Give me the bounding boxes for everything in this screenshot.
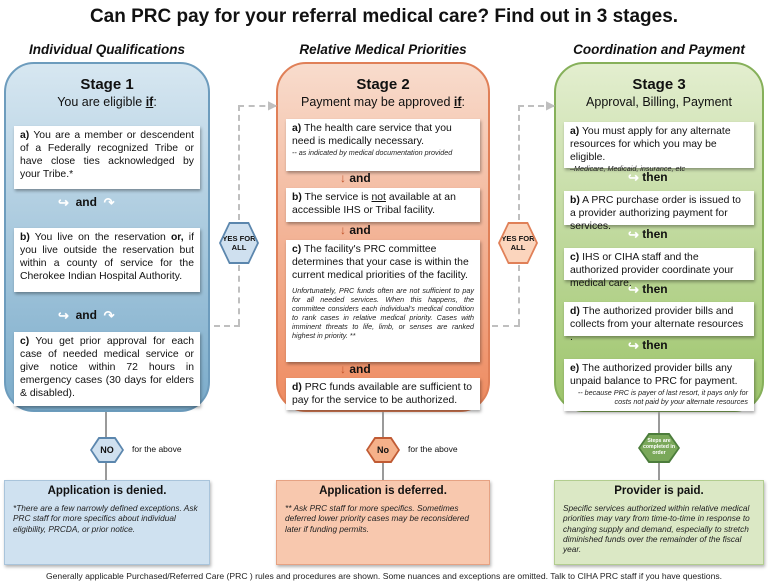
connector-line (238, 105, 276, 107)
stage1-connector-1: ↪ and ↷ (58, 195, 115, 210)
footer-note: Generally applicable Purchased/Referred … (45, 571, 723, 581)
curved-arrow-icon: ↪ (628, 170, 639, 185)
stage3-title: Stage 3 (632, 76, 686, 93)
down-arrow-icon: ↓ (340, 171, 346, 185)
stage3-item-b: b) A PRC purchase order is issued to a p… (564, 191, 754, 232)
connector-line (518, 105, 554, 107)
no-badge-1: NO (92, 439, 122, 461)
stage2-connector-2: ↓ and (340, 223, 371, 237)
connector-line (238, 265, 240, 325)
stage3-panel: Stage 3 Approval, Billing, Payment a) Yo… (554, 62, 764, 412)
stage2-item-a: a) The health care service that you need… (286, 119, 480, 171)
stage1-panel: Stage 1 You are eligible if: a) You are … (4, 62, 210, 412)
column-heading-3: Coordination and Payment (573, 42, 745, 57)
curved-arrow-icon: ↪ (628, 282, 639, 297)
stage3-subtitle: Approval, Billing, Payment (586, 95, 732, 109)
result-paid-text: Specific services authorized within rela… (563, 503, 750, 555)
no-badge-2: No (368, 439, 398, 461)
curved-arrow-icon: ↪ (58, 308, 69, 323)
curved-arrow-icon: ↷ (103, 195, 115, 210)
stage1-item-c: c) You get prior approval for each case … (14, 332, 200, 406)
stage2-subtitle: Payment may be approved if: (301, 95, 465, 109)
stage2-connector-3: ↓ and (340, 362, 371, 376)
result-deferred-text: ** Ask PRC staff for more specifics. Som… (285, 503, 469, 534)
connector-line (518, 265, 520, 325)
stage3-connector-2: ↪ then (628, 227, 668, 242)
curved-arrow-icon: ↪ (628, 338, 639, 353)
result-denied-title: Application is denied. (47, 485, 167, 497)
stage1-title: Stage 1 (80, 76, 134, 93)
stage1-item-b: b) You live on the reservation or, if yo… (14, 228, 200, 292)
stage3-item-c: c) IHS or CIHA staff and the authorized … (564, 248, 754, 289)
result-deferred-title: Application is deferred. (319, 485, 447, 497)
stage1-item-a: a) You are a member or descendent of a F… (14, 126, 200, 189)
connector-line (518, 105, 520, 220)
curved-arrow-icon: ↪ (628, 227, 639, 242)
stage3-item-a: a) You must apply for any alternate reso… (564, 122, 754, 173)
stage1-connector-2: ↪ and ↷ (58, 308, 115, 323)
stage2-title: Stage 2 (356, 76, 410, 93)
stage2-connector-1: ↓ and (340, 171, 371, 185)
result-paid: Provider is paid. Specific services auth… (554, 480, 764, 565)
result-deferred: Application is deferred. ** Ask PRC staf… (276, 480, 490, 565)
stage2-item-d: d) PRC funds available are sufficient to… (286, 378, 480, 410)
page-title: Can PRC pay for your referral medical ca… (89, 6, 679, 27)
connector-line (214, 325, 240, 327)
stage2-item-c: c) The facility's PRC committee determin… (286, 240, 480, 362)
connector-line (492, 325, 520, 327)
stage2-panel: Stage 2 Payment may be approved if: a) T… (276, 62, 490, 412)
column-heading-1: Individual Qualifications (28, 42, 186, 57)
arrow-right-icon: ▶ (546, 98, 556, 112)
stage3-item-d: d) The authorized provider bills and col… (564, 302, 754, 343)
no-badge-1-text: for the above (132, 444, 182, 454)
result-paid-title: Provider is paid. (614, 485, 704, 497)
down-arrow-icon: ↓ (340, 362, 346, 376)
down-arrow-icon: ↓ (340, 223, 346, 237)
stage1-subtitle: You are eligible if: (57, 95, 157, 109)
stage3-item-e: e) The authorized provider bills any unp… (564, 359, 754, 411)
result-denied: Application is denied. *There are a few … (4, 480, 210, 565)
curved-arrow-icon: ↪ (58, 195, 69, 210)
column-heading-2: Relative Medical Priorities (299, 42, 467, 57)
curved-arrow-icon: ↷ (103, 308, 115, 323)
stage2-item-b: b) The service is not available at an ac… (286, 188, 480, 222)
result-denied-text: *There are a few narrowly defined except… (13, 503, 198, 534)
stage3-connector-1: ↪ then (628, 170, 668, 185)
stage3-connector-3: ↪ then (628, 282, 668, 297)
arrow-right-icon: ▶ (268, 98, 278, 112)
connector-line (238, 105, 240, 220)
no-badge-2-text: for the above (408, 444, 458, 454)
stage3-connector-4: ↪ then (628, 338, 668, 353)
